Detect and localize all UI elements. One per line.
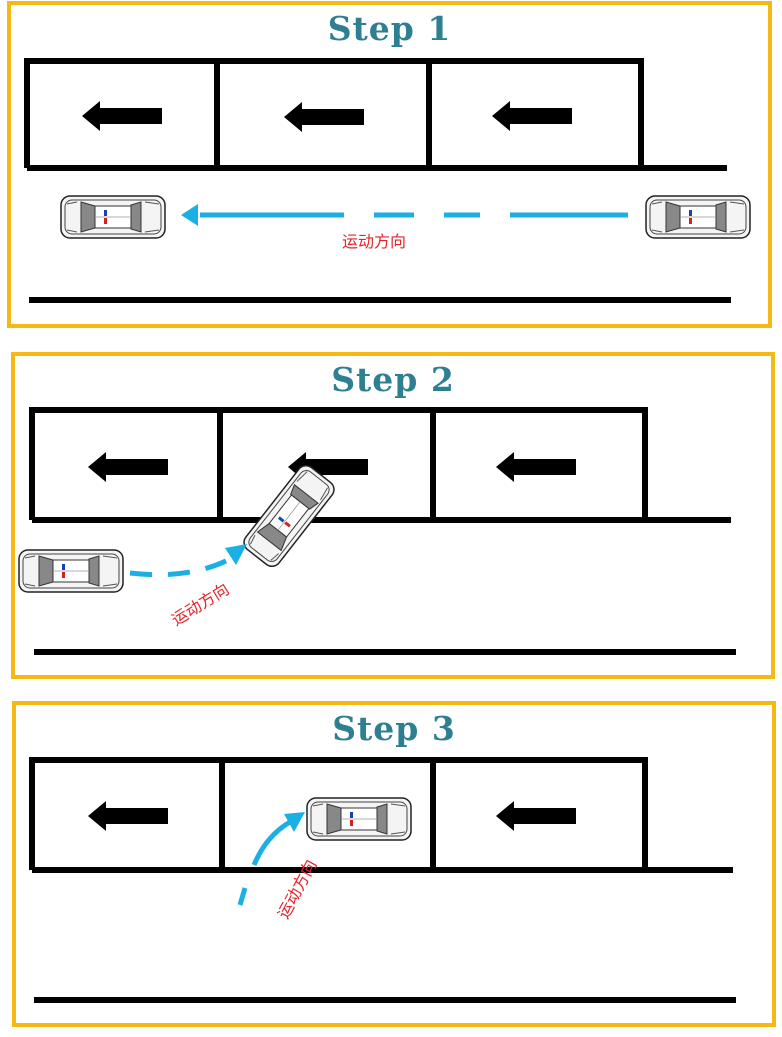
step-1-panel: Step 1 bbox=[7, 1, 772, 328]
step-title: Step 2 bbox=[331, 360, 455, 399]
step-2-panel: Step 2 bbox=[11, 352, 775, 679]
step-3-panel: Step 3 bbox=[12, 701, 776, 1027]
step-title: Step 1 bbox=[327, 9, 452, 48]
step-title: Step 3 bbox=[332, 709, 456, 748]
